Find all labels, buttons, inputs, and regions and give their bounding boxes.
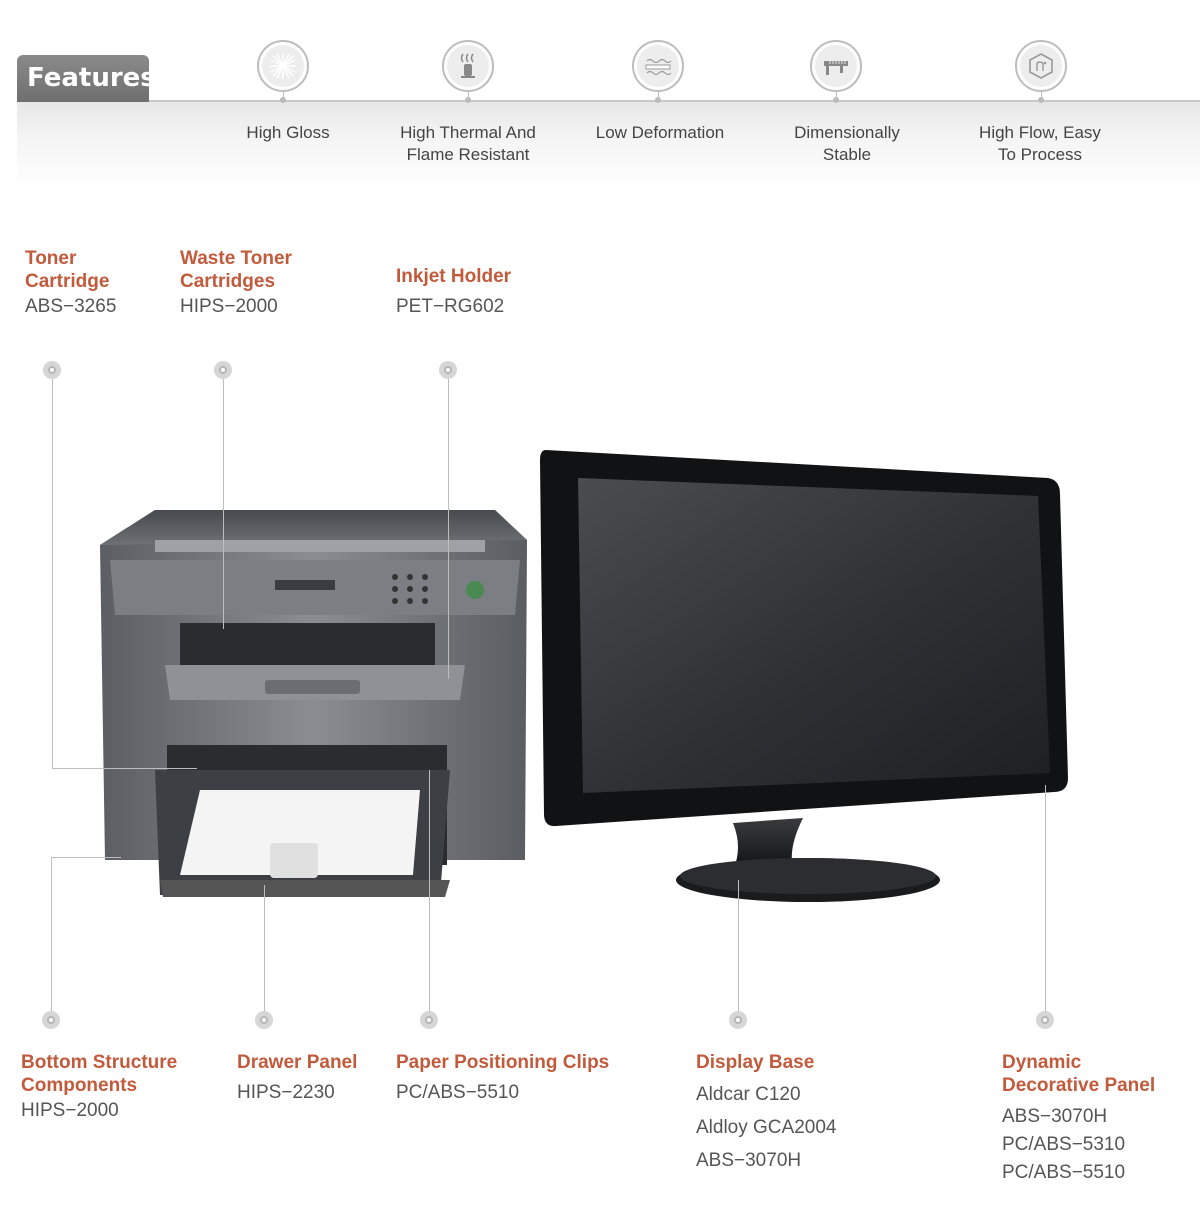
feature-label: Dimensionally Stable — [794, 123, 900, 164]
leader-drawer — [264, 885, 265, 1011]
features-tab: Features — [17, 55, 156, 102]
features-band — [17, 100, 1200, 190]
part-material: Aldcar C120 — [696, 1084, 801, 1105]
feature-dot — [465, 97, 471, 103]
part-material: Aldloy GCA2004 — [696, 1117, 837, 1138]
part-material: PET−RG602 — [396, 296, 505, 317]
callout-drawer-panel: Drawer Panel HIPS−2230 — [237, 1051, 357, 1107]
features-divider — [17, 100, 1200, 102]
marker-toner — [43, 361, 61, 379]
feature-stem — [836, 92, 837, 100]
callout-bottom-structure: Bottom Structure Components HIPS−2000 — [21, 1051, 177, 1125]
part-material: PC/ABS−5510 — [1002, 1162, 1126, 1183]
feature-label: High Flow, Easy To Process — [979, 123, 1101, 164]
part-title: Waste Toner Cartridges — [180, 248, 292, 292]
leader-decorative-panel — [1045, 785, 1046, 1011]
callout-waste-toner: Waste Toner Cartridges HIPS−2000 — [180, 247, 292, 321]
part-material: HIPS−2230 — [237, 1082, 335, 1103]
part-material: ABS−3070H — [1002, 1106, 1108, 1127]
part-material: ABS−3070H — [696, 1150, 802, 1171]
marker-decorative-panel — [1036, 1011, 1054, 1029]
part-material: HIPS−2000 — [21, 1100, 119, 1121]
feature-dot — [655, 97, 661, 103]
feature-stem — [283, 92, 284, 100]
feature-dot — [833, 97, 839, 103]
callout-inkjet-holder: Inkjet Holder PET−RG602 — [396, 265, 511, 321]
marker-inkjet — [439, 361, 457, 379]
marker-bottom-structure — [42, 1011, 60, 1029]
feature-dot — [1038, 97, 1044, 103]
wave-plate-icon — [632, 40, 684, 92]
feature-label: Low Deformation — [595, 123, 725, 142]
feature-stem — [468, 92, 469, 100]
part-title: Paper Positioning Clips — [396, 1052, 610, 1073]
leader-toner — [52, 379, 53, 769]
monitor-image — [540, 450, 1068, 902]
printer-image — [100, 510, 527, 897]
part-material: PC/ABS−5310 — [1002, 1134, 1126, 1155]
part-title: Inkjet Holder — [396, 266, 512, 287]
marker-drawer — [255, 1011, 273, 1029]
callout-paper-clips: Paper Positioning Clips PC/ABS−5510 — [396, 1051, 609, 1107]
callout-decorative-panel: Dynamic Decorative Panel ABS−3070H PC/AB… — [1002, 1051, 1155, 1187]
heat-flame-icon — [442, 40, 494, 92]
hexagon-flow-icon — [1015, 40, 1067, 92]
marker-display-base — [729, 1011, 747, 1029]
part-material: HIPS−2000 — [180, 296, 278, 317]
part-material: ABS−3265 — [25, 296, 117, 317]
feature-label: High Thermal And Flame Resistant — [400, 123, 536, 164]
leader-toner-h — [52, 768, 197, 769]
part-title: Drawer Panel — [237, 1052, 358, 1073]
callout-toner-cartridge: Toner Cartridge ABS−3265 — [25, 247, 116, 321]
part-title: Bottom Structure Components — [21, 1052, 178, 1096]
marker-waste-toner — [214, 361, 232, 379]
feature-stem — [658, 92, 659, 100]
leader-waste-toner — [223, 379, 224, 629]
leader-bottom-structure-h — [51, 857, 121, 858]
leader-paper-clips — [429, 770, 430, 1011]
part-material: PC/ABS−5510 — [396, 1082, 520, 1103]
part-title: Dynamic Decorative Panel — [1002, 1052, 1156, 1096]
callout-display-base: Display Base Aldcar C120 Aldloy GCA2004 … — [696, 1051, 836, 1177]
part-title: Display Base — [696, 1052, 815, 1073]
leader-bottom-structure — [51, 857, 52, 1011]
sparkle-gloss-icon — [257, 40, 309, 92]
marker-paper-clips — [420, 1011, 438, 1029]
feature-stem — [1041, 92, 1042, 100]
leader-display-base — [738, 880, 739, 1011]
caliper-icon — [810, 40, 862, 92]
part-title: Toner Cartridge — [25, 248, 110, 292]
feature-label: High Gloss — [246, 123, 330, 142]
leader-inkjet — [448, 379, 449, 679]
feature-dot — [280, 97, 286, 103]
